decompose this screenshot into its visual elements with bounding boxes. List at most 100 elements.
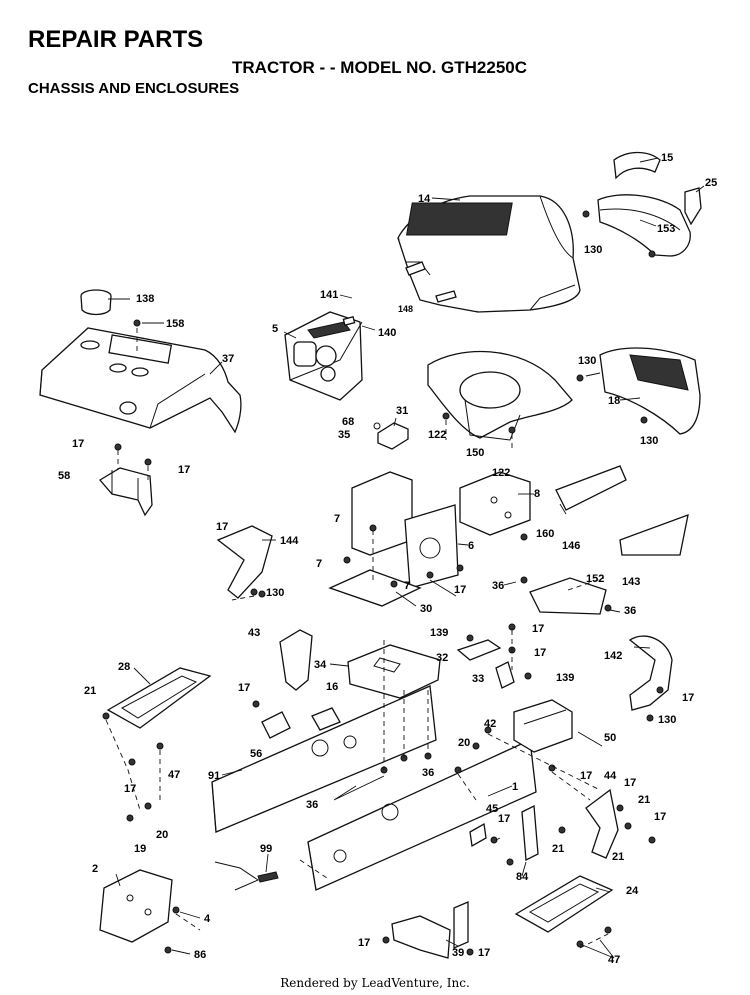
plate-2-part [99, 869, 173, 943]
dash-cover-part [39, 327, 242, 434]
callout-141: 141 [320, 289, 338, 301]
callout-84: 84 [516, 871, 529, 883]
callout-50: 50 [604, 732, 616, 744]
callout-36-b: 36 [624, 605, 636, 617]
callout-28: 28 [118, 661, 130, 673]
bracket-31-part [373, 422, 409, 450]
callout-4: 4 [204, 913, 211, 925]
callout-21-a: 21 [84, 685, 96, 697]
callout-139-a: 139 [430, 627, 448, 639]
callout-21-d: 21 [612, 851, 624, 863]
callout-153: 153 [657, 223, 675, 235]
callout-6: 6 [468, 540, 474, 552]
callout-17-l: 17 [498, 813, 510, 825]
callout-17-f: 17 [534, 647, 546, 659]
leader-lines [108, 157, 705, 959]
callout-17-j: 17 [124, 783, 136, 795]
callout-139-b: 139 [556, 672, 574, 684]
callout-20-b: 20 [156, 829, 168, 841]
callout-158: 158 [166, 318, 184, 330]
callout-130-c: 130 [640, 435, 658, 447]
logo-part [684, 187, 702, 226]
section-heading: CHASSIS AND ENCLOSURES [28, 80, 240, 97]
callout-130-d: 130 [266, 587, 284, 599]
callout-17-a: 17 [72, 438, 84, 450]
callout-17-d: 17 [454, 584, 466, 596]
bracket-33-part [495, 661, 515, 689]
floor-cover-part [427, 350, 573, 441]
guide-lines [105, 328, 609, 949]
bracket-44-part [585, 788, 619, 859]
callout-44: 44 [604, 770, 617, 782]
callout-21-b: 21 [638, 794, 650, 806]
pivot-16-part [311, 707, 341, 731]
callout-130-e: 130 [658, 714, 676, 726]
callout-148: 148 [398, 304, 413, 314]
model-heading: TRACTOR - - MODEL NO. GTH2250C [232, 58, 528, 77]
callout-56: 56 [250, 748, 262, 760]
callout-43: 43 [248, 627, 260, 639]
callout-47-b: 47 [608, 954, 620, 966]
callout-99: 99 [260, 843, 272, 855]
callout-7-b: 7 [316, 558, 322, 570]
lever-99-part [214, 861, 279, 891]
callout-18: 18 [608, 395, 620, 407]
callout-21-c: 21 [552, 843, 564, 855]
callout-24: 24 [626, 885, 639, 897]
footer-credit: Rendered by LeadVenture, Inc. [280, 976, 470, 990]
center-panel-part [328, 471, 459, 607]
grille-front-part [597, 194, 691, 257]
callout-36-c: 36 [422, 767, 434, 779]
support-144-part [216, 525, 273, 599]
panel-152-part [529, 577, 607, 615]
frame-left-part [211, 685, 437, 833]
callout-15: 15 [661, 152, 673, 164]
callout-142: 142 [604, 650, 622, 662]
bracket-58-part [99, 467, 153, 517]
callout-86: 86 [194, 949, 206, 961]
callout-58: 58 [58, 470, 70, 482]
callout-39: 39 [452, 947, 464, 959]
footrest-28-part [106, 667, 212, 729]
bracket-56-part [261, 711, 291, 739]
callout-36-a: 36 [492, 580, 504, 592]
callout-152: 152 [586, 573, 604, 585]
fuel-cap-part [80, 289, 112, 316]
callout-20-a: 20 [458, 737, 470, 749]
callout-47-a: 47 [168, 769, 180, 781]
callout-17-g: 17 [238, 682, 250, 694]
callout-32: 32 [436, 652, 448, 664]
callout-144: 144 [280, 535, 299, 547]
callout-140: 140 [378, 327, 396, 339]
callout-19: 19 [134, 843, 146, 855]
callout-31: 31 [396, 405, 408, 417]
frame-right-part [307, 739, 537, 891]
footrest-24-part [514, 875, 614, 933]
bracket-84-part [521, 804, 539, 862]
bracket-39-part [391, 901, 469, 959]
bracket-32-part [456, 639, 502, 661]
callout-68: 68 [342, 416, 354, 428]
callouts: 15 25 14 153 130 148 138 158 141 5 140 3… [58, 152, 717, 966]
callout-122-b: 122 [492, 467, 510, 479]
callout-37: 37 [222, 353, 234, 365]
side-panel-143-part [619, 513, 689, 556]
callout-42: 42 [484, 718, 496, 730]
hood-badge-part [613, 151, 661, 180]
callout-17-c: 17 [216, 521, 228, 533]
callout-45: 45 [486, 803, 498, 815]
callout-143: 143 [622, 576, 640, 588]
callout-33: 33 [472, 673, 484, 685]
side-panel-146-part [555, 465, 627, 511]
callout-17-n: 17 [478, 947, 490, 959]
bracket-43-part [279, 629, 313, 691]
callout-130-b: 130 [578, 355, 596, 367]
callout-17-h: 17 [682, 692, 694, 704]
callout-17-k: 17 [624, 777, 636, 789]
callout-7-c: 7 [404, 580, 410, 592]
callout-91: 91 [208, 770, 220, 782]
callout-17-i: 17 [580, 770, 592, 782]
callout-36-d: 36 [306, 799, 318, 811]
dashboard-part [284, 311, 363, 401]
callout-130-a: 130 [584, 244, 602, 256]
